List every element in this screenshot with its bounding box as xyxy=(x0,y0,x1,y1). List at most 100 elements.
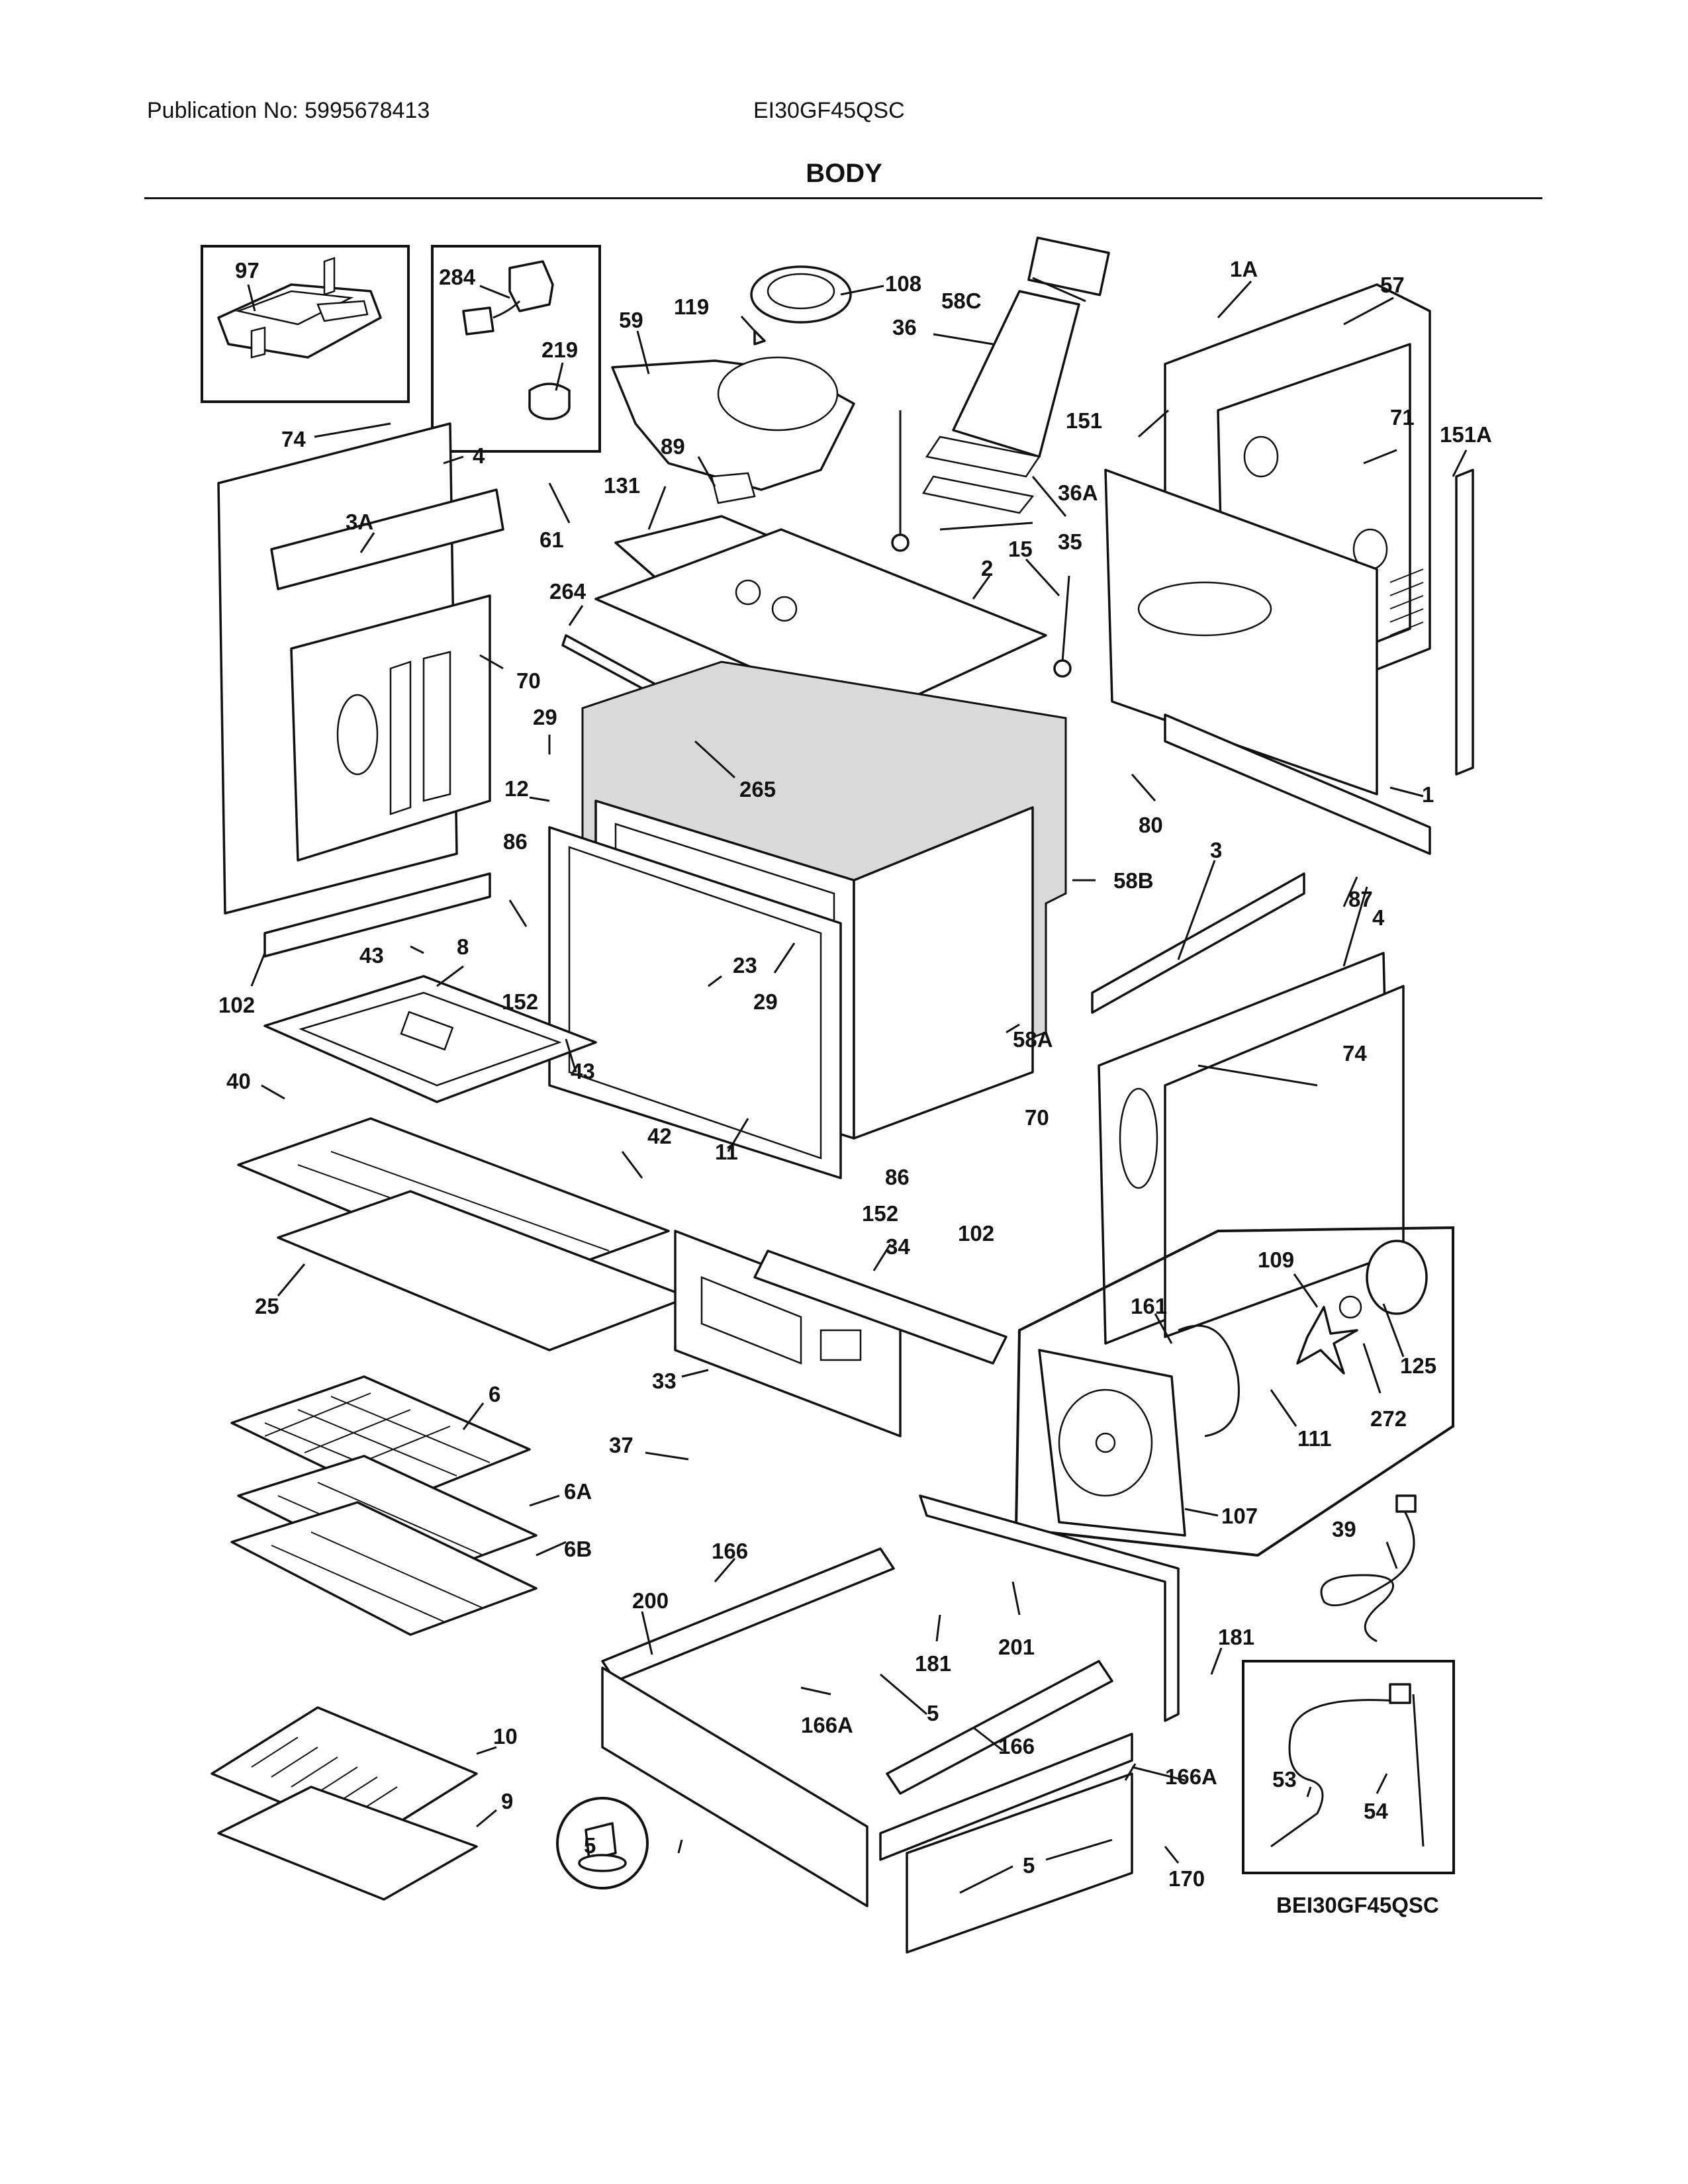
callout-labels: 97 284 219 119 108 59 58C 1A 57 36 89 13… xyxy=(218,257,1492,1917)
callout-102-right: 102 xyxy=(958,1221,994,1246)
callout-37: 37 xyxy=(609,1433,633,1457)
callout-107: 107 xyxy=(1221,1504,1258,1528)
callout-152-right: 152 xyxy=(862,1201,898,1226)
callout-97: 97 xyxy=(235,258,259,283)
callout-166-lower: 166 xyxy=(998,1734,1035,1758)
callout-181-left: 181 xyxy=(915,1651,951,1676)
callout-58C: 58C xyxy=(941,289,982,313)
callout-125: 125 xyxy=(1400,1353,1436,1378)
callout-36A: 36A xyxy=(1058,480,1098,505)
callout-6: 6 xyxy=(489,1382,500,1406)
callout-70-left: 70 xyxy=(516,668,541,693)
callout-61: 61 xyxy=(539,527,564,552)
left-side-panel xyxy=(217,422,504,958)
callout-161: 161 xyxy=(1131,1294,1167,1318)
vent-duct xyxy=(922,236,1110,514)
callout-166A-left: 166A xyxy=(801,1713,853,1737)
callout-284: 284 xyxy=(439,265,476,289)
callout-36: 36 xyxy=(892,315,917,340)
callout-35: 35 xyxy=(1058,529,1082,554)
callout-58A: 58A xyxy=(1013,1027,1053,1052)
callout-119: 119 xyxy=(674,295,709,319)
callout-34: 34 xyxy=(886,1234,910,1259)
callout-25: 25 xyxy=(255,1294,279,1318)
callout-6A: 6A xyxy=(564,1479,592,1504)
rear-panels xyxy=(1104,283,1474,855)
callout-53: 53 xyxy=(1272,1767,1297,1792)
callout-181-right: 181 xyxy=(1218,1625,1254,1649)
callout-39: 39 xyxy=(1332,1517,1356,1541)
base-frame xyxy=(601,1494,1180,1954)
leveling-leg-detail xyxy=(556,1797,649,1889)
callout-111: 111 xyxy=(1297,1426,1331,1451)
callout-9: 9 xyxy=(501,1789,513,1813)
oven-racks xyxy=(230,1375,538,1636)
callout-80: 80 xyxy=(1139,813,1163,837)
callout-58B: 58B xyxy=(1113,868,1154,893)
callout-40: 40 xyxy=(226,1069,251,1093)
oven-sensor-probes xyxy=(891,410,1072,678)
inset-control-board xyxy=(201,245,410,403)
callout-264: 264 xyxy=(549,579,586,604)
leader-lines xyxy=(247,277,1468,1894)
callout-10: 10 xyxy=(493,1724,518,1749)
callout-201: 201 xyxy=(998,1635,1035,1659)
callout-74-right: 74 xyxy=(1342,1041,1367,1066)
inset-wiring xyxy=(1242,1660,1455,1874)
callout-42: 42 xyxy=(647,1124,672,1148)
callout-5-upper: 5 xyxy=(927,1701,939,1725)
callout-29-upper: 29 xyxy=(533,705,557,729)
callout-43-lower: 43 xyxy=(571,1059,595,1083)
callout-166A-right: 166A xyxy=(1165,1764,1217,1789)
callout-219: 219 xyxy=(541,338,578,362)
callout-1A: 1A xyxy=(1230,257,1258,281)
publication-number: Publication No: 5995678413 xyxy=(147,98,430,123)
callout-272: 272 xyxy=(1370,1406,1407,1431)
callout-12: 12 xyxy=(504,776,529,801)
callout-108: 108 xyxy=(885,271,921,296)
inset-convection-fan xyxy=(1014,1226,1454,1557)
callout-6B: 6B xyxy=(564,1537,592,1561)
callout-11: 11 xyxy=(715,1140,738,1164)
callout-74-left: 74 xyxy=(281,427,306,451)
callout-70-right: 70 xyxy=(1025,1105,1049,1130)
callout-200: 200 xyxy=(632,1588,669,1613)
callout-102-left: 102 xyxy=(218,993,255,1017)
callout-3A: 3A xyxy=(346,510,373,534)
model-number: EI30GF45QSC xyxy=(753,98,905,123)
inset-relay-thermostat xyxy=(431,245,601,453)
callout-4-left: 4 xyxy=(473,443,485,468)
callout-151: 151 xyxy=(1066,408,1102,433)
broiler-drawer-assembly xyxy=(237,975,690,1351)
power-cord xyxy=(1320,1494,1417,1643)
callout-33: 33 xyxy=(652,1369,677,1393)
callout-43-upper: 43 xyxy=(359,943,384,968)
callout-29-lower: 29 xyxy=(753,989,778,1014)
callout-71: 71 xyxy=(1390,405,1415,430)
callout-54: 54 xyxy=(1364,1799,1388,1823)
page-title: BODY xyxy=(806,159,882,188)
callout-1: 1 xyxy=(1422,782,1434,807)
callout-8: 8 xyxy=(457,934,469,959)
diagram-code: BEI30GF45QSC xyxy=(1276,1893,1439,1917)
callout-87: 87 xyxy=(1348,887,1373,911)
callout-59: 59 xyxy=(619,308,643,332)
right-side-panel xyxy=(1091,872,1405,1345)
callout-109: 109 xyxy=(1258,1248,1294,1272)
callout-265: 265 xyxy=(739,777,776,801)
callout-5-detail: 5 xyxy=(584,1833,596,1858)
callout-86-right: 86 xyxy=(885,1165,910,1189)
callout-89: 89 xyxy=(661,434,685,459)
callout-166-upper: 166 xyxy=(712,1539,748,1563)
oven-frame-seal xyxy=(548,826,842,1179)
title-divider xyxy=(144,197,1542,199)
callout-131: 131 xyxy=(604,473,640,498)
callout-5-lower: 5 xyxy=(1023,1853,1035,1878)
callout-151A: 151A xyxy=(1440,422,1492,447)
callout-23: 23 xyxy=(733,953,757,978)
callout-3: 3 xyxy=(1210,838,1222,862)
callout-170: 170 xyxy=(1168,1866,1205,1891)
callout-2: 2 xyxy=(981,556,993,580)
callout-152-left: 152 xyxy=(502,989,538,1014)
